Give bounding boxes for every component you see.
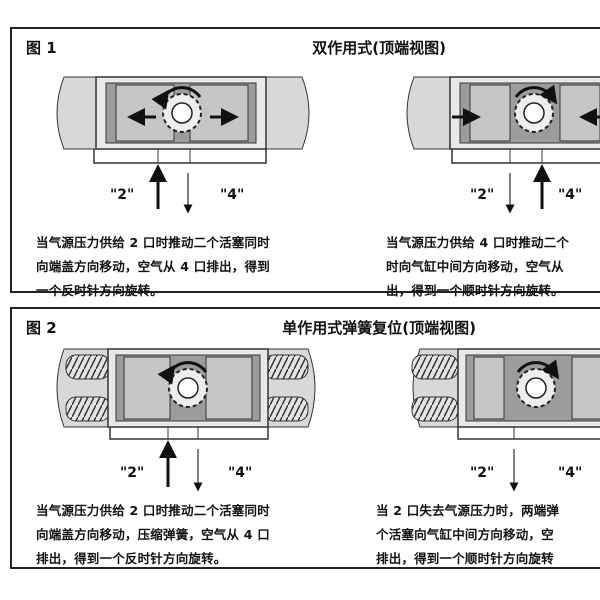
actuator-left-spring bbox=[56, 348, 316, 492]
rotation-arrow-icon bbox=[151, 86, 202, 110]
gear-icon bbox=[168, 368, 208, 408]
figure1-title: 双作用式(顶端视图) bbox=[312, 39, 446, 57]
figure1-diagrams bbox=[56, 76, 600, 214]
caption-line: 排出，得到一个顺时针方向旋转 bbox=[376, 551, 554, 566]
actuator-left-double bbox=[56, 76, 310, 214]
caption-line: 当 2 口失去气源压力时，两端弹 bbox=[376, 503, 560, 518]
figure1-right-caption: 当气源压力供给 4 口时推动二个 时向气缸中间方向移动，空气从 出，得到一个顺时… bbox=[386, 231, 569, 303]
figure2-left-caption: 当气源压力供给 2 口时推动二个活塞同时 向端盖方向移动，压缩弹簧，空气从 4 … bbox=[36, 499, 270, 571]
figure2-right-port4-label: "4" bbox=[558, 465, 583, 481]
figure2-panel: 图 2 单作用式弹簧复位(顶端视图) bbox=[10, 307, 600, 569]
spring-icon bbox=[65, 354, 111, 422]
caption-line: 时向气缸中间方向移动，空气从 bbox=[386, 259, 564, 274]
figure2-diagrams bbox=[56, 348, 600, 492]
figure2-left-port2-label: "2" bbox=[120, 465, 145, 481]
spring-icon bbox=[263, 354, 309, 422]
actuator-right-double bbox=[406, 76, 600, 214]
rotation-arrow-icon bbox=[157, 361, 208, 385]
caption-line: 向端盖方向移动，空气从 4 口排出，得到 bbox=[36, 259, 270, 274]
caption-line: 排出，得到一个反时针方向旋转。 bbox=[36, 551, 227, 566]
caption-line: 一个反时针方向旋转。 bbox=[36, 283, 164, 298]
caption-line: 当气源压力供给 2 口时推动二个活塞同时 bbox=[36, 503, 270, 518]
caption-line: 出，得到一个顺时针方向旋转。 bbox=[386, 283, 564, 298]
figure1-panel: 图 1 双作用式(顶端视图) bbox=[10, 27, 600, 298]
actuator-right-spring bbox=[411, 348, 600, 492]
gear-icon bbox=[516, 368, 556, 408]
figure2-left-port4-label: "4" bbox=[228, 465, 253, 481]
figure1-label: 图 1 bbox=[26, 39, 57, 57]
rotation-arrow-icon bbox=[514, 84, 558, 105]
figure1-left-caption: 当气源压力供给 2 口时推动二个活塞同时 向端盖方向移动，空气从 4 口排出，得… bbox=[36, 231, 270, 303]
caption-line: 个活塞向气缸中间方向移动，空 bbox=[376, 527, 554, 542]
rotation-arrow-icon bbox=[516, 359, 560, 380]
caption-line: 向端盖方向移动，压缩弹簧，空气从 4 口 bbox=[36, 527, 270, 542]
caption-line: 当气源压力供给 2 口时推动二个活塞同时 bbox=[36, 235, 270, 250]
figure1-left-port2-label: "2" bbox=[110, 187, 135, 203]
figure1-right-port2-label: "2" bbox=[470, 187, 495, 203]
caption-line: 当气源压力供给 4 口时推动二个 bbox=[386, 235, 570, 250]
gear-icon bbox=[514, 93, 554, 133]
figure2-right-port2-label: "2" bbox=[470, 465, 495, 481]
figure2-label: 图 2 bbox=[26, 319, 57, 337]
figure2-title: 单作用式弹簧复位(顶端视图) bbox=[282, 319, 476, 337]
figure1-left-port4-label: "4" bbox=[220, 187, 245, 203]
figure1-right-port4-label: "4" bbox=[558, 187, 583, 203]
gear-icon bbox=[162, 93, 202, 133]
figure2-right-caption: 当 2 口失去气源压力时，两端弹 个活塞向气缸中间方向移动，空 排出，得到一个顺… bbox=[376, 499, 559, 571]
spring-icon bbox=[411, 354, 459, 422]
